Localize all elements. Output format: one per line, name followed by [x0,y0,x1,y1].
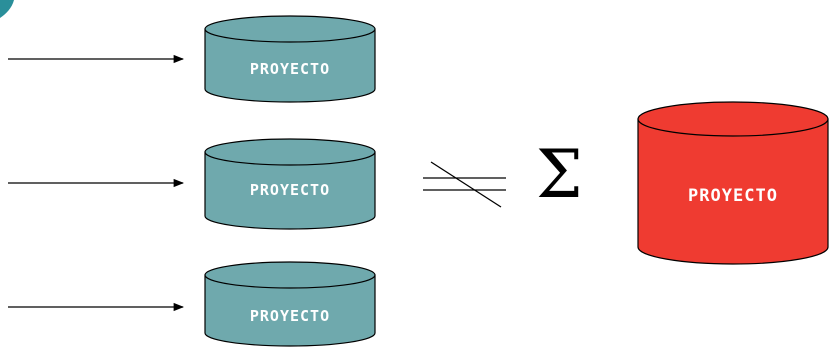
project-label-1: PROYECTO [249,60,331,78]
project-cylinder-2 [204,138,376,230]
project-label-3: PROYECTO [249,307,331,325]
project-label-2: PROYECTO [249,181,331,199]
not-equal-icon [423,161,506,208]
result-label: PROYECTO [688,186,778,206]
sigma-icon: Σ [536,136,583,213]
project-cylinder-3 [204,261,376,347]
result-cylinder [637,101,829,265]
corner-accent [0,0,14,18]
project-cylinder-1 [204,15,376,103]
